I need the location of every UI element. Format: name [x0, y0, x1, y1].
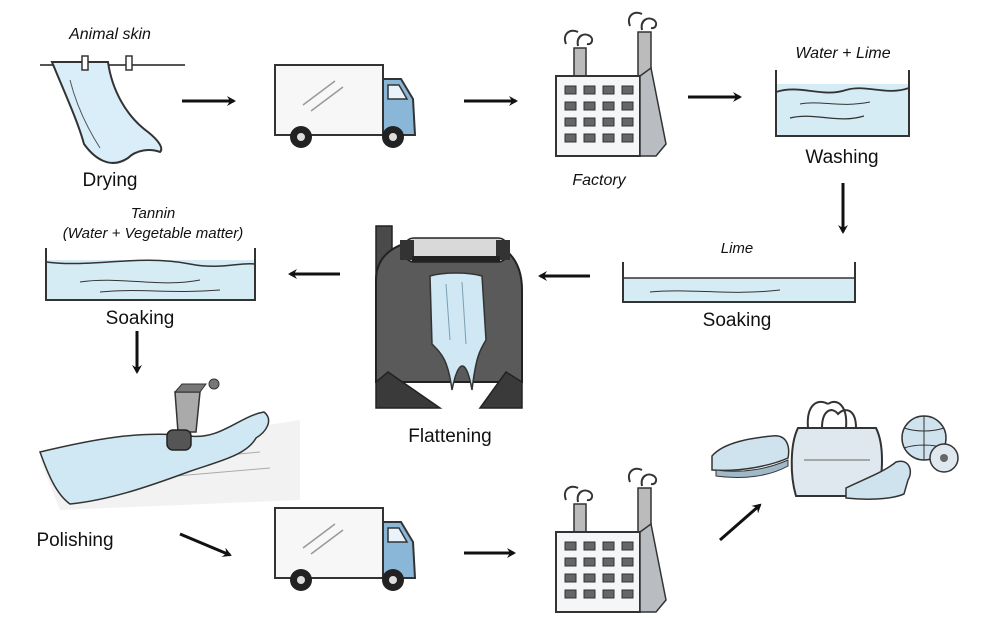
drying-illustration — [40, 55, 185, 164]
truck-icon — [274, 64, 416, 149]
label-tannin: Tannin — [130, 205, 176, 222]
label-tannin-detail: (Water + Vegetable matter) — [62, 225, 244, 242]
label-drying: Drying — [82, 170, 138, 191]
label-flattening: Flattening — [408, 426, 492, 447]
truck-icon — [274, 507, 416, 592]
factory-icon — [555, 11, 667, 158]
tannin-soaking-tank — [45, 248, 256, 301]
lime-soaking-tank — [622, 262, 856, 303]
process-arrows — [132, 92, 848, 558]
label-water-lime: Water + Lime — [795, 45, 891, 62]
washing-tank — [775, 70, 910, 137]
flattening-machine — [375, 225, 523, 409]
label-lime: Lime — [720, 240, 754, 257]
polishing-illustration — [39, 378, 300, 510]
leather-products — [711, 400, 959, 500]
label-soaking-lime: Soaking — [702, 310, 772, 331]
label-animal-skin: Animal skin — [69, 26, 151, 43]
label-soaking-tannin: Soaking — [105, 308, 175, 329]
label-washing: Washing — [805, 147, 879, 168]
label-factory: Factory — [572, 172, 626, 189]
label-polishing: Polishing — [36, 530, 114, 551]
factory-icon — [555, 467, 667, 613]
